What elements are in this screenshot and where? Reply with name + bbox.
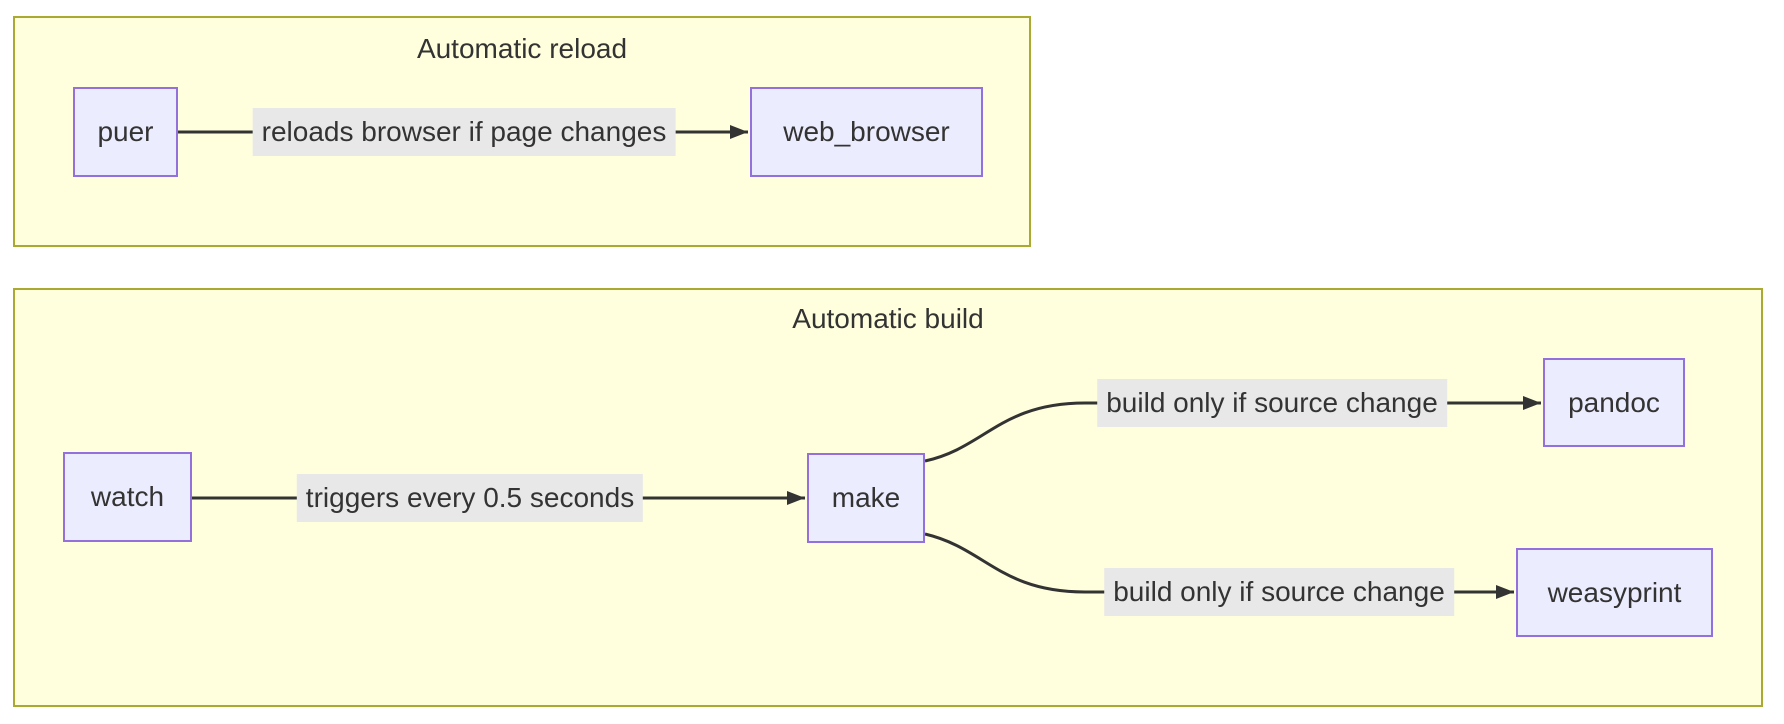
cluster-title-automatic-reload: Automatic reload [416,33,628,64]
edge-label-reloads-browser: reloads browser if page changes [252,108,676,156]
node-make: make [807,453,925,543]
edge-label-triggers-every: triggers every 0.5 seconds [296,474,644,522]
edge-label-build-only-pandoc: build only if source change [1097,379,1447,427]
node-weasyprint: weasyprint [1516,548,1713,637]
edge-label-build-only-weasyprint: build only if source change [1104,568,1454,616]
node-watch: watch [63,452,192,542]
node-web-browser: web_browser [750,87,983,177]
edge-make-to-weasyprint [924,532,1514,599]
cluster-title-automatic-build: Automatic build [792,303,984,334]
edge-make-to-pandoc [924,396,1541,463]
node-puer: puer [73,87,178,177]
node-pandoc: pandoc [1543,358,1685,447]
